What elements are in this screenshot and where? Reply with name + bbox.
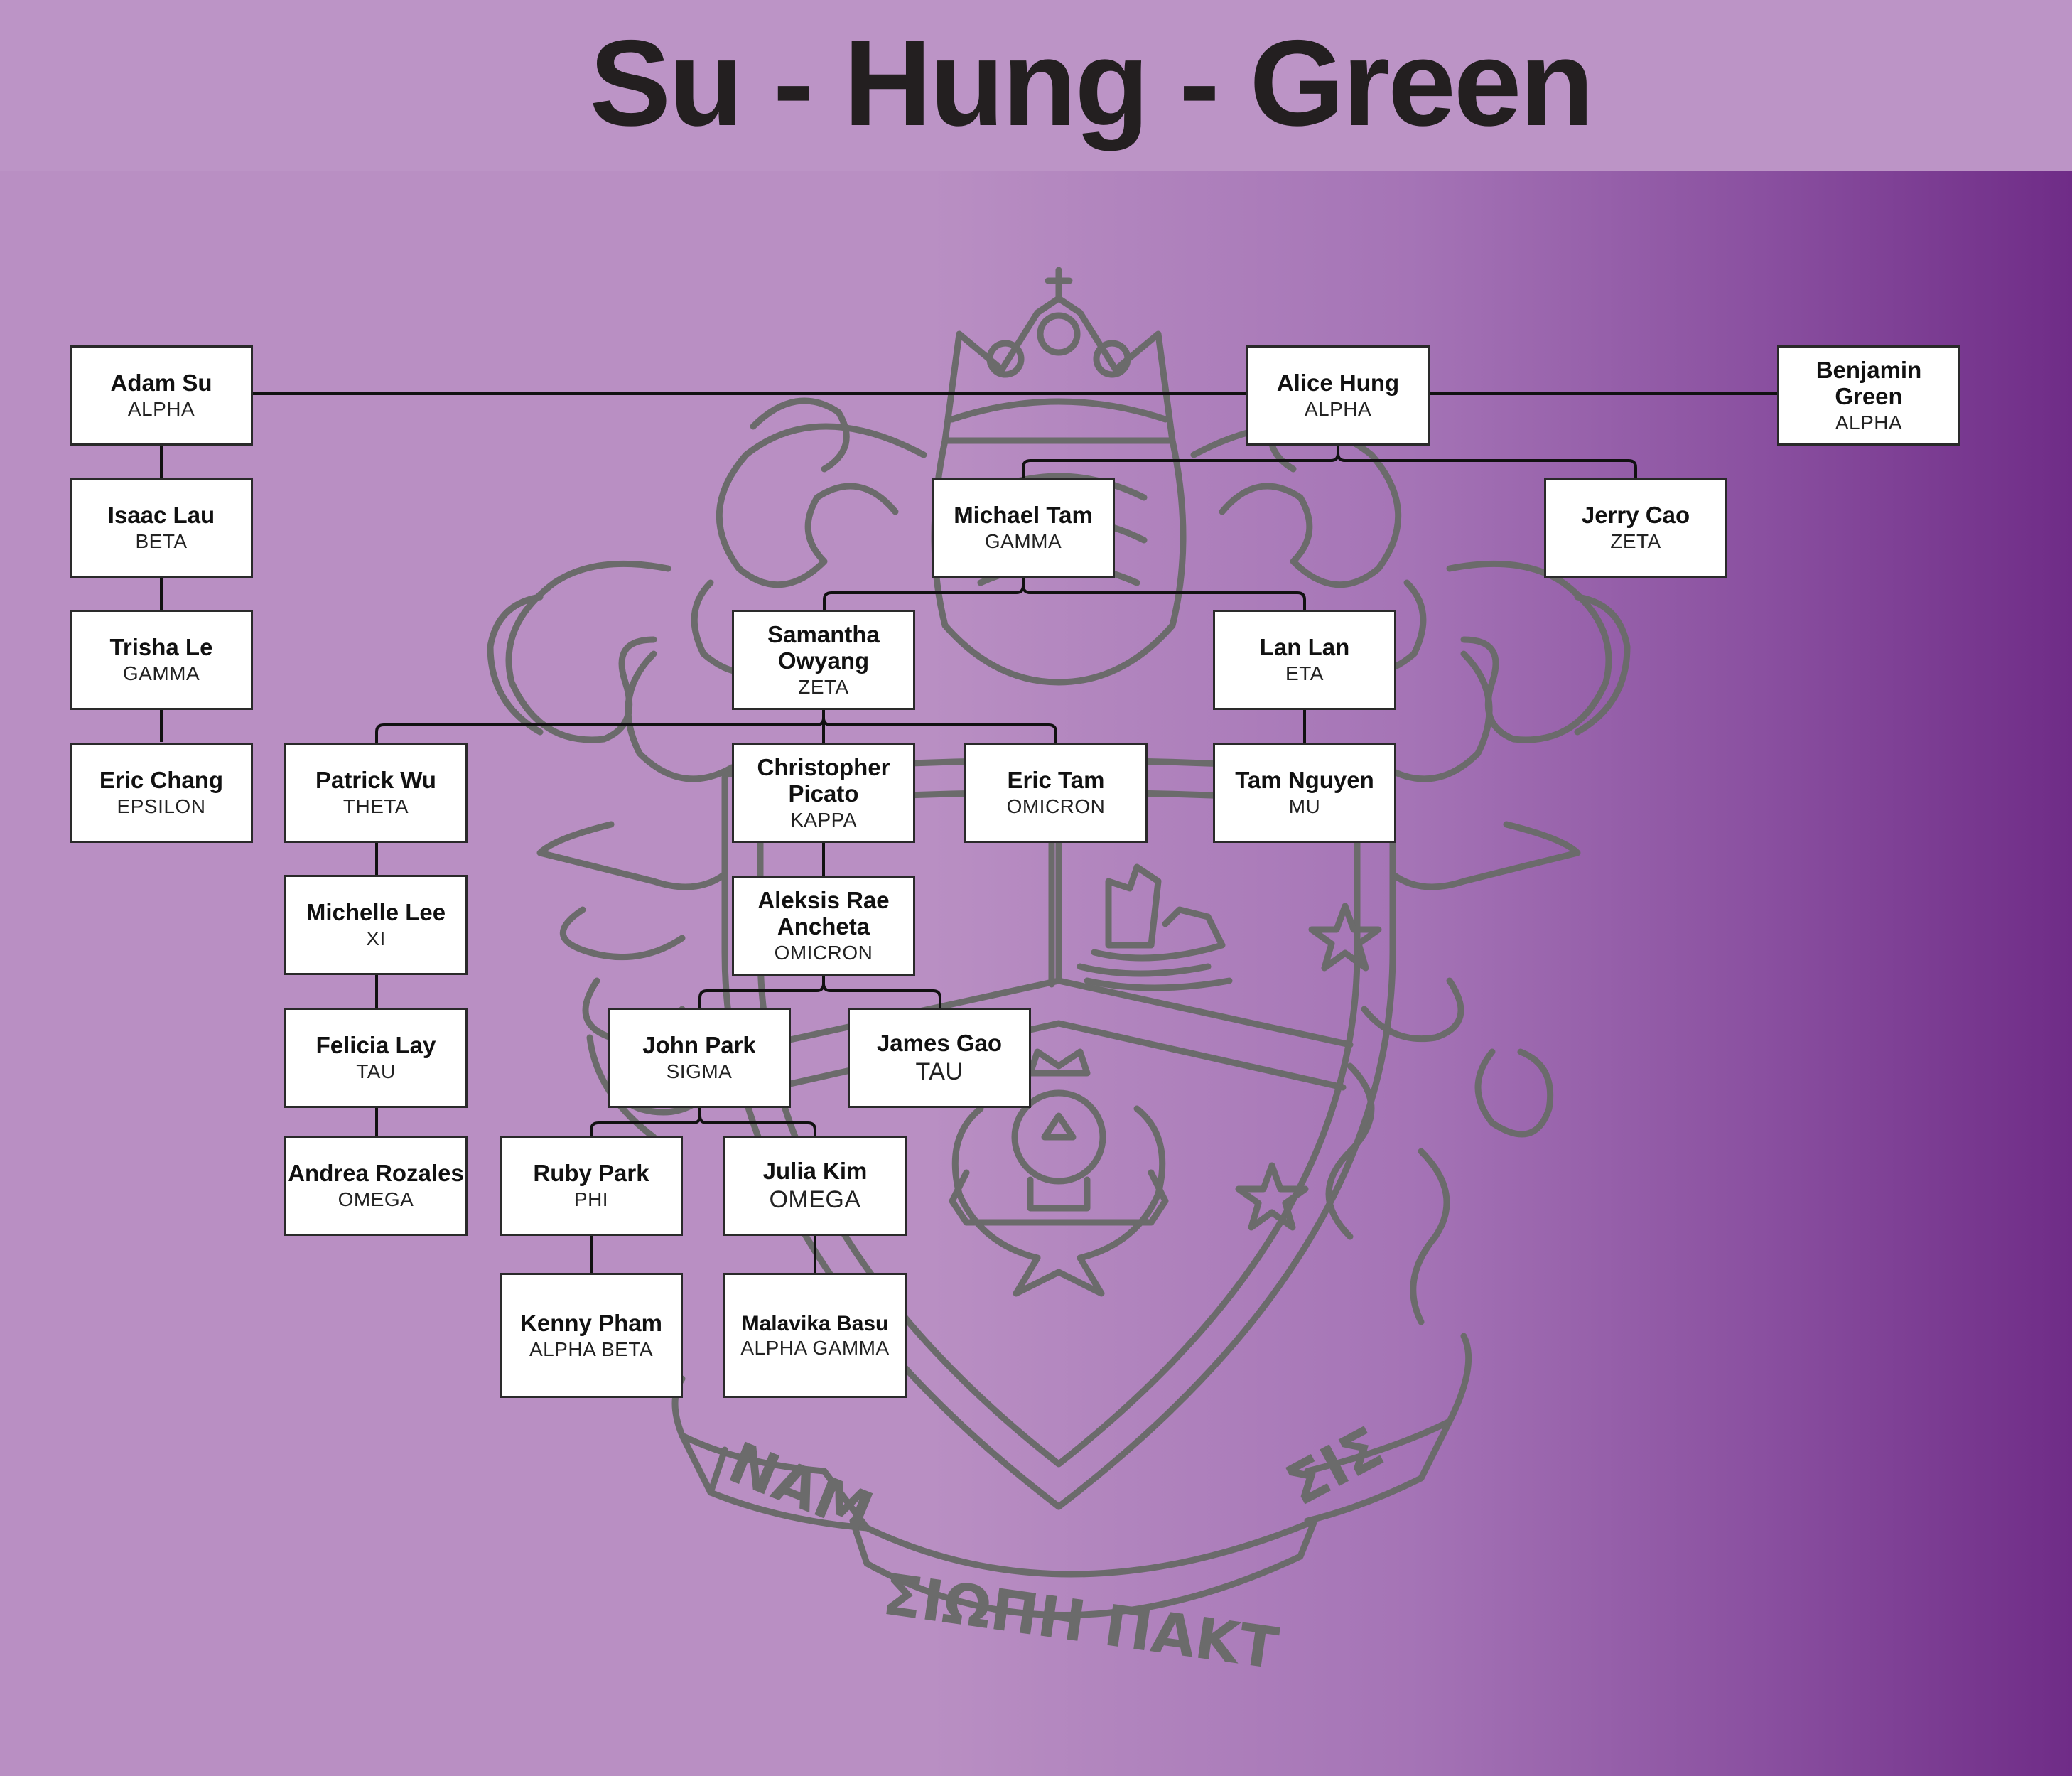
member-chapter: ALPHA — [1835, 411, 1903, 434]
member-name: Jerry Cao — [1581, 502, 1690, 529]
member-name: John Park — [642, 1032, 756, 1059]
member-chapter: KAPPA — [790, 808, 857, 831]
member-name: Aleksis Rae Ancheta — [757, 886, 890, 940]
card-trisha-le: Trisha Le GAMMA — [70, 610, 253, 710]
member-chapter: SIGMA — [666, 1060, 733, 1083]
member-chapter: THETA — [342, 795, 409, 818]
member-name: Eric Tam — [1007, 767, 1105, 794]
member-chapter: MU — [1288, 795, 1321, 818]
header-band: Su - Hung - Green — [0, 0, 2072, 171]
member-chapter: ALPHA BETA — [529, 1338, 654, 1360]
member-chapter: TAU — [915, 1057, 964, 1085]
member-chapter: XI — [366, 927, 386, 950]
card-alice-hung: Alice Hung ALPHA — [1246, 345, 1430, 446]
card-benjamin-green: Benjamin Green ALPHA — [1777, 345, 1960, 446]
card-patrick-wu: Patrick Wu THETA — [284, 743, 468, 843]
member-name: Samantha Owyang — [767, 620, 880, 674]
member-chapter: ZETA — [798, 675, 849, 698]
member-name: Alice Hung — [1276, 370, 1400, 397]
member-name: Ruby Park — [533, 1160, 649, 1187]
member-name: Benjamin Green — [1815, 356, 1922, 409]
member-name: Christopher Picato — [757, 753, 890, 807]
card-andrea-rozales: Andrea Rozales OMEGA — [284, 1136, 468, 1236]
member-chapter: BETA — [135, 530, 188, 553]
card-malavika-basu: Malavika Basu ALPHA GAMMA — [723, 1273, 907, 1398]
member-chapter: OMICRON — [1006, 795, 1106, 818]
card-christopher-picato: Christopher Picato KAPPA — [732, 743, 915, 843]
member-chapter: TAU — [356, 1060, 396, 1083]
member-chapter: ALPHA — [1304, 398, 1372, 421]
member-name: Kenny Pham — [520, 1309, 662, 1336]
card-julia-kim: Julia Kim OMEGA — [723, 1136, 907, 1236]
member-chapter: GAMMA — [984, 530, 1062, 553]
card-tam-nguyen: Tam Nguyen MU — [1213, 743, 1396, 843]
card-ruby-park: Ruby Park PHI — [500, 1136, 683, 1236]
member-name: Michelle Lee — [306, 899, 446, 926]
member-name: Julia Kim — [762, 1157, 868, 1184]
card-adam-su: Adam Su ALPHA — [70, 345, 253, 446]
page-title: Su - Hung - Green — [589, 15, 1595, 151]
member-chapter: OMEGA — [338, 1188, 414, 1211]
member-name: James Gao — [876, 1029, 1003, 1056]
member-chapter: GAMMA — [122, 662, 200, 685]
card-michelle-lee: Michelle Lee XI — [284, 875, 468, 975]
card-isaac-lau: Isaac Lau BETA — [70, 478, 253, 578]
member-chapter: ALPHA — [127, 398, 195, 421]
card-lan-lan: Lan Lan ETA — [1213, 610, 1396, 710]
member-chapter: EPSILON — [117, 795, 206, 818]
member-name: Patrick Wu — [315, 767, 436, 794]
card-eric-tam: Eric Tam OMICRON — [964, 743, 1148, 843]
member-name: Lan Lan — [1259, 634, 1350, 661]
member-name: Andrea Rozales — [288, 1160, 464, 1187]
card-felicia-lay: Felicia Lay TAU — [284, 1008, 468, 1108]
member-chapter: ZETA — [1610, 530, 1661, 553]
member-name: Eric Chang — [99, 767, 224, 794]
member-chapter: ALPHA GAMMA — [740, 1337, 890, 1360]
card-kenny-pham: Kenny Pham ALPHA BETA — [500, 1273, 683, 1398]
member-name: Malavika Basu — [741, 1311, 889, 1335]
card-john-park: John Park SIGMA — [608, 1008, 791, 1108]
card-jerry-cao: Jerry Cao ZETA — [1544, 478, 1727, 578]
member-name: Tam Nguyen — [1235, 767, 1374, 794]
card-aleksis-rae-ancheta: Aleksis Rae Ancheta OMICRON — [732, 876, 915, 976]
member-chapter: ETA — [1285, 662, 1324, 685]
member-chapter: PHI — [573, 1188, 609, 1211]
member-chapter: OMEGA — [769, 1185, 861, 1213]
card-samantha-owyang: Samantha Owyang ZETA — [732, 610, 915, 710]
member-name: Isaac Lau — [107, 502, 215, 529]
card-eric-chang: Eric Chang EPSILON — [70, 743, 253, 843]
member-chapter: OMICRON — [774, 941, 873, 964]
member-name: Trisha Le — [109, 634, 213, 661]
member-name: Felicia Lay — [315, 1032, 436, 1059]
card-james-gao: James Gao TAU — [848, 1008, 1031, 1108]
member-name: Michael Tam — [954, 502, 1093, 529]
member-name: Adam Su — [110, 370, 212, 397]
card-michael-tam: Michael Tam GAMMA — [932, 478, 1115, 578]
